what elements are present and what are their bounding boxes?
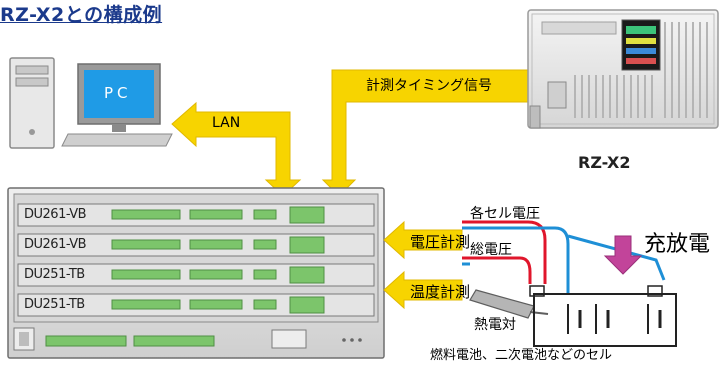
charge-wire-blue xyxy=(567,234,666,281)
voltage-measure-label: 電圧計測 xyxy=(410,233,471,251)
pc-screen-label: PC xyxy=(104,84,132,102)
module-slot-4 xyxy=(17,293,375,317)
module-slot-2 xyxy=(17,233,375,257)
chassis-bottom-panel xyxy=(13,327,362,351)
module-slot-3 xyxy=(17,263,375,287)
battery-cell-icon xyxy=(529,285,677,347)
pc-icon xyxy=(9,57,173,149)
module-label-2: DU261-VB xyxy=(24,237,87,252)
charge-discharge-arrow xyxy=(603,235,643,275)
temperature-measure-arrow xyxy=(383,270,463,310)
measurement-wires xyxy=(462,220,666,294)
page-title: RZ-X2との構成例 xyxy=(0,4,163,26)
module-label-1: DU261-VB xyxy=(24,207,87,222)
rz-x2-label: RZ-X2 xyxy=(578,153,631,172)
cell-voltage-label: 各セル電圧 xyxy=(470,206,540,222)
voltage-measure-arrow xyxy=(383,220,463,260)
cell-caption: 燃料電池、二次電池などのセル xyxy=(430,348,613,363)
module-slot-1 xyxy=(17,203,375,227)
monitor-screen xyxy=(84,70,154,118)
charge-discharge-label: 充放電 xyxy=(644,232,711,257)
cell-voltage-wire-blue xyxy=(462,226,570,294)
rz-x2-device xyxy=(527,9,719,129)
keyboard-icon xyxy=(61,133,173,147)
total-voltage-label: 総電圧 xyxy=(470,242,512,258)
thermocouple-label: 熱電対 xyxy=(474,317,516,333)
temperature-measure-label: 温度計測 xyxy=(410,283,471,301)
thermocouple-probe-icon xyxy=(469,289,535,319)
total-voltage-wire-red xyxy=(462,256,532,284)
module-label-3: DU251-TB xyxy=(24,267,85,282)
timing-signal-label: 計測タイミング信号 xyxy=(366,78,492,94)
lan-label: LAN xyxy=(212,115,241,131)
module-label-4: DU251-TB xyxy=(24,297,85,312)
